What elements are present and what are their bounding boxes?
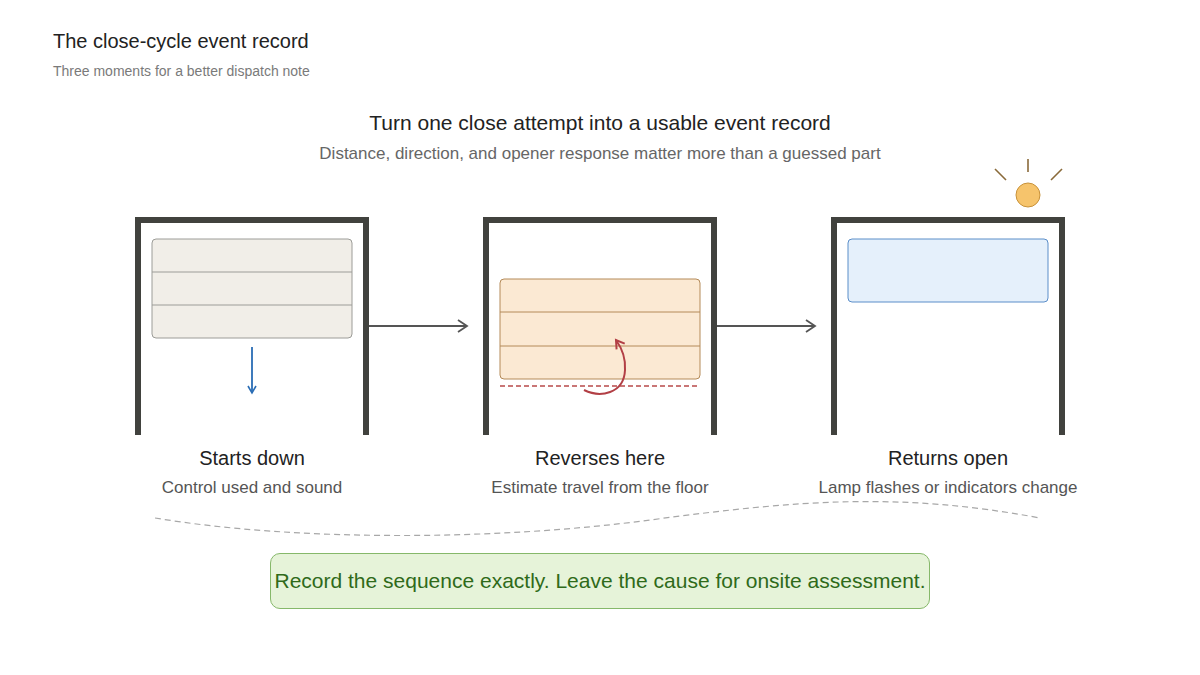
flow-arrow xyxy=(717,325,815,327)
door-panel xyxy=(848,239,1048,302)
door-panel xyxy=(152,239,352,338)
frame-caption: Control used and sound xyxy=(42,478,462,498)
door-seam xyxy=(152,272,352,273)
flow-arrow xyxy=(369,325,467,327)
door-seam xyxy=(152,305,352,306)
reverse-point-line xyxy=(500,385,700,387)
garage-frame: Starts downControl used and sound xyxy=(135,217,369,435)
frame-caption: Estimate travel from the floor xyxy=(390,478,810,498)
frame-line xyxy=(138,220,366,435)
lamp-ray xyxy=(1051,169,1062,180)
door-panel xyxy=(500,279,700,379)
door-seam xyxy=(500,346,700,347)
section-subheading: Distance, direction, and opener response… xyxy=(0,143,1200,165)
door-seam xyxy=(500,312,700,313)
section-heading: Turn one close attempt into a usable eve… xyxy=(0,110,1200,136)
down-arrow xyxy=(251,347,253,393)
frame-outline xyxy=(831,217,1065,435)
garage-frame: Returns openLamp flashes or indicators c… xyxy=(831,217,1065,435)
frame-line xyxy=(834,220,1062,435)
summary-box: Record the sequence exactly. Leave the c… xyxy=(270,553,930,609)
subtitle: Three moments for a better dispatch note xyxy=(53,62,310,80)
frame-heading: Starts down xyxy=(42,446,462,470)
reverse-arrow xyxy=(584,340,625,394)
garage-frame: Reverses hereEstimate travel from the fl… xyxy=(483,217,717,435)
frame-outline xyxy=(135,217,369,435)
diagram-title: The close-cycle event record xyxy=(53,28,309,54)
frame-outline xyxy=(483,217,717,435)
frame-caption: Lamp flashes or indicators change xyxy=(738,478,1158,498)
frame-heading: Returns open xyxy=(738,446,1158,470)
frame-heading: Reverses here xyxy=(390,446,810,470)
frame-line xyxy=(486,220,714,435)
summary-text: Record the sequence exactly. Leave the c… xyxy=(275,568,926,594)
lamp-bulb xyxy=(1016,183,1040,207)
lamp-ray xyxy=(995,169,1006,180)
lamp-ray xyxy=(1027,159,1029,172)
dashed-wave xyxy=(155,502,1040,536)
